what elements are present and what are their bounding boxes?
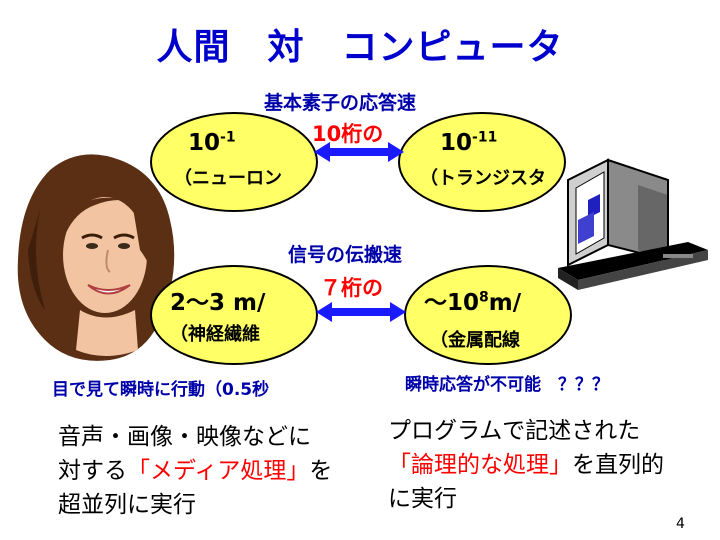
- transistor-speed-ellipse: [398, 112, 566, 212]
- page-title: 人間 対 コンピュータ: [156, 27, 564, 68]
- neuron-speed-value: 10-1: [188, 129, 236, 156]
- wire-label: （金属配線: [430, 330, 520, 351]
- computer-text-line1: プログラムで記述された: [388, 418, 641, 444]
- speed-ratio-label: 10桁の: [312, 122, 384, 146]
- response-speed-heading: 基本素子の応答速: [264, 92, 417, 114]
- nerve-label: （神経繊維: [170, 324, 260, 345]
- neuron-label: （ニューロン: [174, 168, 282, 189]
- computer-text-line2: 「論理的な処理」を直列的: [388, 452, 664, 478]
- double-arrow-icon: [314, 142, 404, 162]
- human-text-line2: 対する「メディア処理」を: [58, 458, 333, 484]
- wire-speed-value: ～108m/: [424, 289, 522, 316]
- page-number: 4: [676, 516, 685, 532]
- nerve-speed-value: 2～3 m/: [170, 290, 266, 316]
- computer-illustration: [558, 158, 708, 290]
- woman-portrait-illustration: [17, 154, 175, 361]
- wire-speed-ellipse: [404, 265, 572, 365]
- human-response-note: 目で見て瞬時に行動（0.5秒: [52, 380, 270, 400]
- double-arrow-icon: [316, 302, 406, 322]
- computer-processing-text: プログラムで記述された 「論理的な処理」を直列的 に実行: [388, 414, 664, 516]
- transistor-speed-value: 10-11: [440, 129, 498, 156]
- neuron-speed-ellipse: [150, 112, 318, 212]
- nerve-speed-ellipse: [150, 265, 318, 365]
- propagation-ratio-label: ７桁の: [320, 276, 383, 300]
- computer-text-line3: に実行: [388, 486, 457, 512]
- computer-response-note: 瞬時応答が不可能 ？？？: [405, 375, 609, 395]
- human-text-line3: 超並列に実行: [58, 492, 196, 518]
- propagation-speed-heading: 信号の伝搬速: [288, 244, 403, 266]
- human-processing-text: 音声・画像・映像などに 対する「メディア処理」を 超並列に実行: [58, 420, 332, 522]
- transistor-label: （トランジスタ: [420, 168, 546, 189]
- human-text-line1: 音声・画像・映像などに: [58, 424, 311, 450]
